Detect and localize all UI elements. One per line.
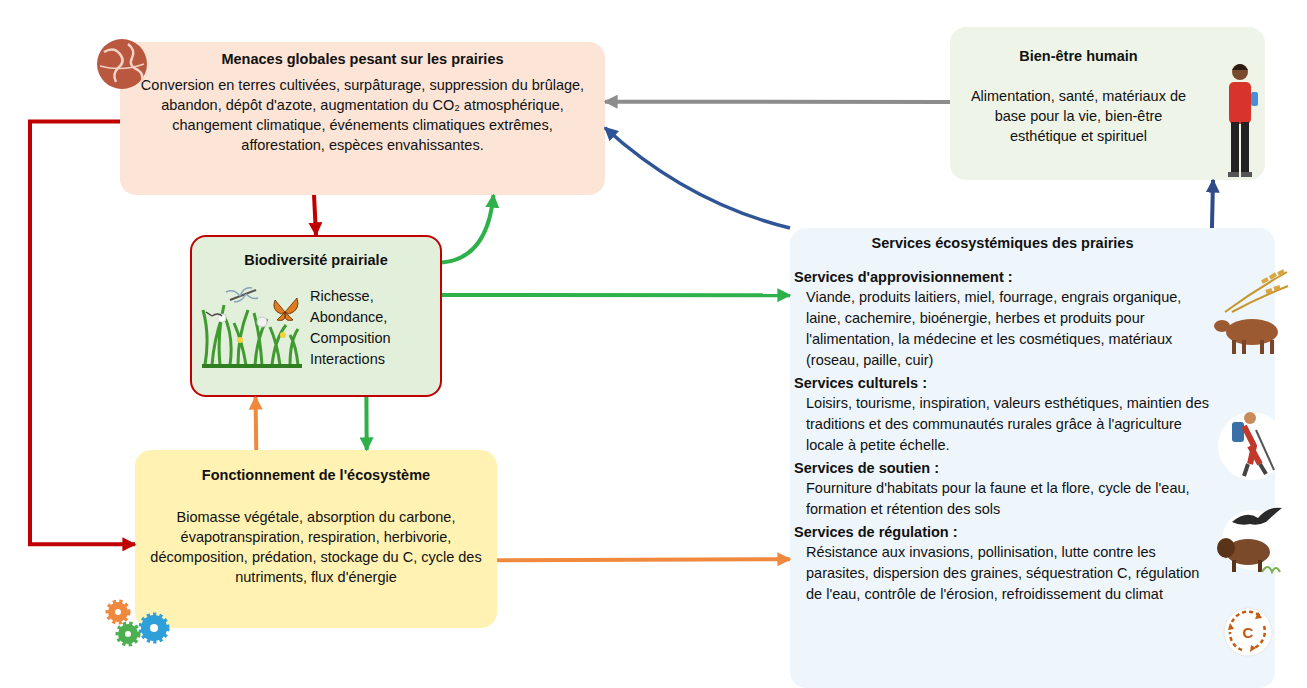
box-text: Conversion en terres cultivées, surpâtur…	[132, 75, 593, 155]
connector-arrow	[605, 128, 790, 228]
box-heading: Menaces globales pesant sur les prairies	[132, 50, 593, 69]
carbon-symbol: C	[1243, 624, 1254, 641]
connector-arrow	[1212, 180, 1213, 228]
connector-arrow	[364, 397, 368, 450]
wellbeing-box: Bien-être humainAlimentation, santé, mat…	[950, 27, 1265, 180]
threat-box: Menaces globales pesant sur les prairies…	[120, 42, 605, 195]
connector-arrow	[605, 100, 950, 104]
box-text: Fourniture d'habitats pour la faune et l…	[794, 478, 1211, 520]
box-text: Loisirs, tourisme, inspiration, valeurs …	[794, 393, 1211, 456]
box-text: Services de soutien :	[794, 458, 1211, 478]
box-heading: Fonctionnement de l'écosystème	[149, 466, 483, 485]
box-text: Alimentation, santé, matériaux de base p…	[964, 86, 1193, 146]
box-heading: Biodiversité prairiale	[200, 251, 432, 270]
biodiversity-box: Biodiversité prairialeRichesse, Abondanc…	[190, 235, 442, 397]
box-heading: Services écosystémiques des prairies	[794, 234, 1211, 253]
box-text: Résistance aux invasions, pollinisation,…	[794, 542, 1211, 605]
connector-arrow	[442, 293, 790, 297]
connector-arrow	[30, 122, 135, 545]
connector-arrow	[497, 559, 790, 560]
box-text: Services d'approvisionnement :	[794, 267, 1211, 287]
box-text: Viande, produits laitiers, miel, fourrag…	[794, 287, 1211, 371]
box-text: Biomasse végétale, absorption du carbone…	[149, 507, 483, 587]
box-text: Richesse, Abondance, Composition Interac…	[310, 286, 410, 370]
box-text: Services culturels :	[794, 373, 1211, 393]
function-box: Fonctionnement de l'écosystèmeBiomasse v…	[135, 450, 497, 628]
connector-arrow	[314, 195, 316, 235]
connector-arrow	[254, 397, 259, 450]
box-text: Services de régulation :	[794, 522, 1211, 542]
connector-arrow	[442, 195, 493, 263]
box-heading: Bien-être humain	[964, 47, 1193, 66]
services-box: Services écosystémiques des prairiesServ…	[790, 228, 1275, 688]
